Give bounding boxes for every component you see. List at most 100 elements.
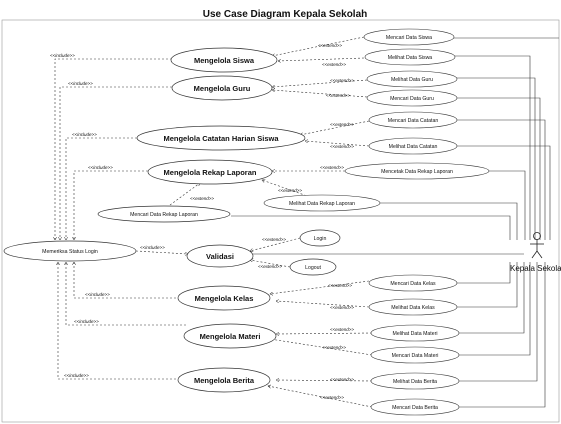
extend-cari-materi bbox=[270, 339, 373, 356]
extend-login bbox=[250, 237, 301, 251]
uc-mengelola-kelas-label: Mengelola Kelas bbox=[195, 294, 254, 303]
rel-label: <<extend>> bbox=[262, 237, 286, 242]
uc-mengelola-materi bbox=[183, 323, 277, 349]
rel-label: <<extend>> bbox=[322, 345, 346, 350]
rel-label: <<include>> bbox=[64, 373, 89, 378]
uc-validasi bbox=[186, 244, 254, 268]
rel-label: <<extend>> bbox=[330, 377, 354, 382]
assoc-actor-m bbox=[459, 262, 531, 356]
uc-melihat-materi bbox=[370, 324, 460, 342]
rel-label: <<extend>> bbox=[322, 62, 346, 67]
rel-label: <<extend>> bbox=[328, 283, 352, 288]
assoc-actor-i bbox=[231, 215, 511, 240]
uc-melihat-siswa bbox=[364, 48, 456, 66]
uc-mencari-kelas bbox=[368, 274, 458, 292]
uc-mengelola-siswa-label: Mengelola Siswa bbox=[194, 56, 255, 65]
uc-melihat-rekap bbox=[263, 194, 381, 212]
actor-name: Kepala Sekolah bbox=[510, 264, 561, 273]
uc-login bbox=[299, 229, 341, 247]
assoc-actor-e bbox=[457, 119, 546, 240]
extend-lihat-siswa bbox=[278, 57, 365, 61]
extend-lihat-rekap bbox=[262, 180, 311, 198]
uc-logout bbox=[289, 258, 337, 276]
uc-melihat-berita bbox=[370, 372, 460, 390]
uc-mencari-materi bbox=[370, 346, 460, 364]
uc-mengelola-kelas bbox=[177, 285, 271, 311]
include-login-validasi bbox=[135, 250, 188, 254]
assoc-actor-f bbox=[457, 145, 551, 240]
uc-melihat-guru-label: Melihat Data Guru bbox=[391, 77, 433, 83]
extend-cari-guru bbox=[272, 90, 368, 98]
assoc-actor-c bbox=[455, 77, 536, 240]
uc-melihat-materi-label: Melihat Data Materi bbox=[393, 331, 438, 337]
rel-label: <<extend>> bbox=[330, 122, 354, 127]
rel-label: <<extend>> bbox=[278, 188, 302, 193]
uc-mengelola-siswa bbox=[170, 47, 278, 73]
include-catatan-login bbox=[66, 137, 137, 240]
uc-mengelola-catatan bbox=[136, 125, 306, 151]
assoc-actor-l bbox=[459, 262, 525, 334]
uc-mengelola-guru-label: Mengelola Guru bbox=[194, 84, 251, 93]
rel-label: <<extend>> bbox=[320, 165, 344, 170]
actor-figure-icon bbox=[530, 232, 544, 259]
extend-logout bbox=[250, 260, 291, 268]
assoc-actor-g bbox=[489, 170, 526, 240]
uc-mencari-siswa bbox=[363, 28, 455, 46]
uc-mencari-kelas-label: Mencari Data Kelas bbox=[390, 281, 436, 287]
uc-melihat-siswa-label: Melihat Data Siswa bbox=[388, 55, 433, 61]
include-berita-login bbox=[58, 262, 180, 380]
uc-melihat-rekap-label: Melihat Data Rekap Laporan bbox=[289, 201, 355, 207]
rel-label: <<extend>> bbox=[258, 264, 282, 269]
uc-melihat-guru bbox=[366, 70, 458, 88]
rel-label: <<extend>> bbox=[330, 305, 354, 310]
assoc-actor-k bbox=[457, 262, 518, 308]
rel-label: <<extend>> bbox=[326, 93, 350, 98]
assoc-actor-h bbox=[380, 202, 518, 240]
include-rekap-login bbox=[74, 170, 148, 240]
rel-label: <<extend>> bbox=[320, 395, 344, 400]
assoc-actor-j bbox=[457, 262, 511, 284]
uc-mencari-catatan-label: Mencari Data Catatan bbox=[388, 118, 439, 124]
uc-mengelola-guru bbox=[171, 75, 273, 101]
uc-mencari-catatan bbox=[368, 111, 458, 129]
rel-label: <<extend>> bbox=[318, 43, 342, 48]
extend-cari-rekap bbox=[169, 183, 200, 206]
rel-label: <<include>> bbox=[72, 132, 97, 137]
extend-lihat-berita bbox=[276, 380, 373, 381]
uc-melihat-kelas bbox=[368, 298, 458, 316]
assoc-actor-d bbox=[457, 97, 541, 240]
uc-mencetak-rekap bbox=[344, 162, 490, 180]
uc-mengelola-berita bbox=[177, 367, 271, 393]
uc-melihat-catatan bbox=[368, 137, 458, 155]
rel-label: <<extend>> bbox=[190, 196, 214, 201]
uc-mencari-siswa-label: Mencari Data Siswa bbox=[386, 35, 432, 41]
uc-memeriksa-login-label: Memeriksa Status Login bbox=[42, 249, 98, 255]
uc-mencetak-rekap-label: Mencetak Data Rekap Laporan bbox=[381, 169, 453, 175]
rel-label: <<extend>> bbox=[330, 78, 354, 83]
extend-lihat-materi bbox=[276, 333, 373, 334]
rel-label: <<extend>> bbox=[330, 327, 354, 332]
uc-mengelola-berita-label: Mengelola Berita bbox=[194, 376, 255, 385]
uc-melihat-catatan-label: Melihat Data Catatan bbox=[389, 144, 438, 150]
uc-melihat-berita-label: Melihat Data Berita bbox=[393, 379, 437, 385]
rel-label: <<include>> bbox=[140, 245, 165, 250]
uc-mengelola-rekap-label: Mengelola Rekap Laporan bbox=[164, 168, 257, 177]
assoc-actor-n bbox=[459, 262, 538, 382]
extend-lihat-kelas bbox=[276, 301, 370, 308]
rel-label: <<include>> bbox=[68, 81, 93, 86]
extend-cari-kelas bbox=[270, 280, 370, 294]
uc-mengelola-materi-label: Mengelola Materi bbox=[200, 332, 261, 341]
include-guru-login bbox=[60, 86, 176, 240]
assoc-actor-b bbox=[455, 55, 531, 240]
rel-label: <<include>> bbox=[74, 319, 99, 324]
extend-lihat-catatan bbox=[305, 141, 370, 147]
include-kelas-login bbox=[74, 262, 180, 299]
uc-mencari-berita-label: Mencari Data Berita bbox=[392, 405, 438, 411]
assoc-actor-o bbox=[459, 262, 546, 408]
include-siswa-login bbox=[55, 58, 172, 240]
uc-melihat-kelas-label: Melihat Data Kelas bbox=[391, 305, 435, 311]
uc-mengelola-catatan-label: Mengelola Catatan Harian Siswa bbox=[163, 134, 279, 143]
uc-logout-label: Logout bbox=[305, 265, 321, 271]
include-materi-login bbox=[66, 262, 186, 326]
